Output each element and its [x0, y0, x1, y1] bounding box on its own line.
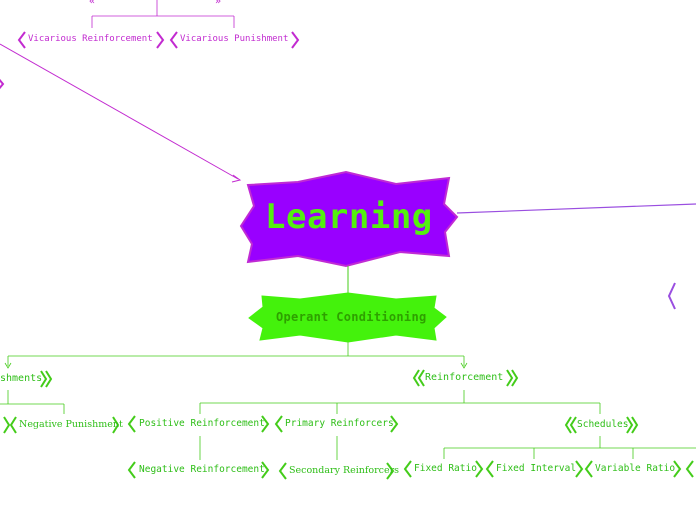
left-cut-chevron-icon [0, 78, 5, 90]
vicarious-chevrons [17, 31, 300, 49]
fixed-ratio-right-chevron-icon [475, 460, 484, 478]
schedules-left-chevron-icon [564, 416, 572, 434]
fixed-interval-left-chevron-icon [485, 460, 494, 478]
learning-node-label[interactable]: Learning [265, 197, 433, 237]
negative-reinforcement-node[interactable]: Negative Reinforcement [139, 464, 265, 475]
vicarious-punishment-right-chevron-icon [291, 31, 300, 49]
reinforcement-node[interactable]: Reinforcement [425, 372, 504, 383]
fixed-ratio-node[interactable]: Fixed Ratio [414, 463, 477, 474]
vicarious-reinforcement-left-chevron-icon [17, 31, 26, 49]
positive-reinforcement-node[interactable]: Positive Reinforcement [139, 418, 265, 429]
negative-reinforcement-right-chevron-icon [261, 461, 270, 479]
secondary-reinforcers-node[interactable]: Secondary Reinforcers [289, 465, 400, 476]
connector-learning-left [0, 43, 239, 180]
negative-punishment-right-chevron-icon [112, 416, 120, 434]
secondary-reinforcers-right-chevron-icon [386, 462, 395, 480]
schedules-node[interactable]: Schedules [577, 419, 629, 430]
primary-reinforcers-left-chevron-icon [274, 415, 283, 433]
negative-punishment-node[interactable]: Negative Punishment [19, 419, 123, 430]
operant-node-shape[interactable] [248, 292, 447, 343]
primary-reinforcers-node[interactable]: Primary Reinforcers [285, 418, 394, 429]
operant-branch-lines [0, 342, 696, 460]
arrowhead-reinforcement [460, 362, 468, 369]
variable-ratio-node[interactable]: Variable Ratio [595, 463, 676, 474]
vicarious-branch-lines [91, 0, 235, 28]
negative-punishment-left-chevron-icon [9, 416, 17, 434]
top-chevrons-left-icon: « [89, 0, 95, 7]
learning-node-shape[interactable] [239, 170, 459, 268]
negative-reinforcement-left-chevron-icon [127, 461, 136, 479]
reinforcement-left-chevron-icon [412, 369, 420, 387]
fixed-ratio-left-chevron-icon [403, 460, 412, 478]
variable-ratio-right-chevron-icon [673, 460, 682, 478]
arrowhead-punishments [4, 362, 12, 369]
fixed-interval-node[interactable]: Fixed Interval [496, 463, 577, 474]
right-cut-chevron-icon [667, 282, 676, 310]
green-chevrons [3, 369, 694, 480]
connector-learning-right [456, 203, 696, 214]
variable-ratio-left-chevron-icon [584, 460, 593, 478]
punishments-chevron-icon [40, 370, 48, 388]
cut-schedule-chevron-icon [685, 460, 694, 478]
arrowhead-learning [231, 174, 242, 183]
positive-reinforcement-right-chevron-icon [261, 415, 270, 433]
positive-reinforcement-left-chevron-icon [127, 415, 136, 433]
primary-reinforcers-right-chevron-icon [390, 415, 399, 433]
vicarious-punishment-node[interactable]: Vicarious Punishment [180, 34, 289, 44]
fixed-interval-right-chevron-icon [575, 460, 584, 478]
top-chevrons-right-icon: » [215, 0, 221, 7]
operant-node-label[interactable]: Operant Conditioning [276, 310, 427, 324]
punishments-node[interactable]: shments [0, 373, 43, 384]
schedules-right-chevron-icon [626, 416, 634, 434]
vicarious-punishment-left-chevron-icon [169, 31, 178, 49]
secondary-reinforcers-left-chevron-icon [278, 462, 287, 480]
vicarious-reinforcement-right-chevron-icon [156, 31, 165, 49]
reinforcement-right-chevron-icon [506, 369, 514, 387]
vicarious-reinforcement-node[interactable]: Vicarious Reinforcement [28, 34, 153, 44]
